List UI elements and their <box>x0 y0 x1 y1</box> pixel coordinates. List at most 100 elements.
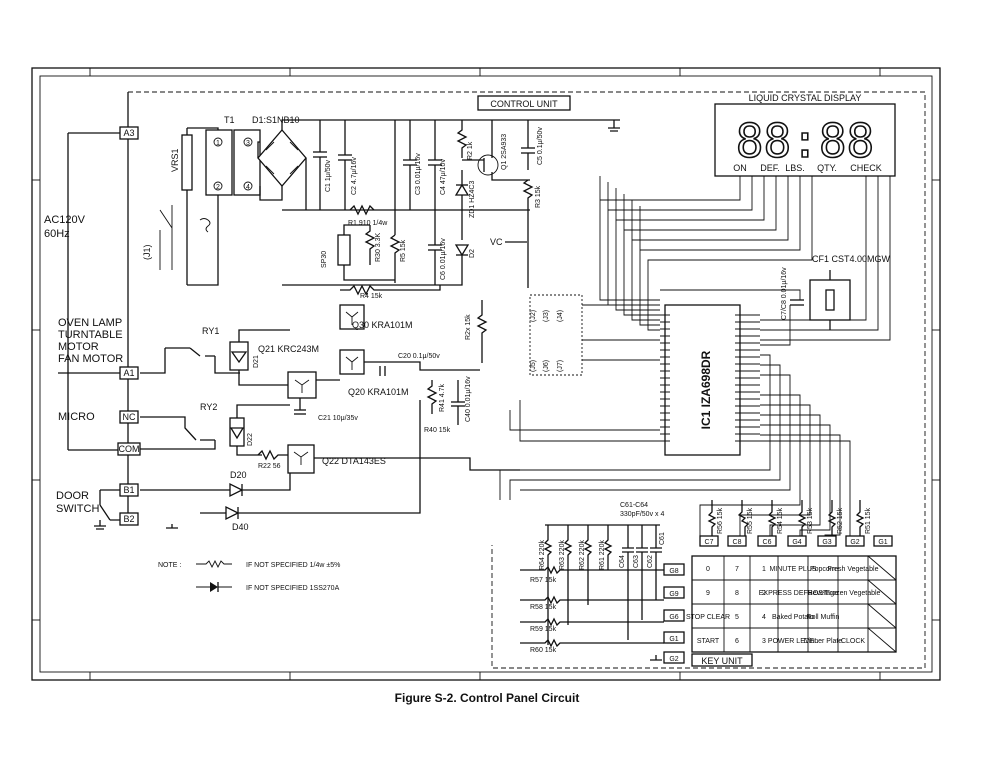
key-popcorn: Popcorn <box>810 566 836 573</box>
capacitor-c5: C5 0.1μ/50v <box>521 120 544 170</box>
cap-bank-label-1: C61-C64 <box>620 502 648 509</box>
svg-text:R57 15k: R57 15k <box>530 577 557 584</box>
svg-text:C4 47μ/10v: C4 47μ/10v <box>440 159 447 195</box>
svg-text:R64 220k: R64 220k <box>539 540 546 570</box>
key-fresh-vegetable: Fresh Vegetable <box>828 566 879 573</box>
svg-text:R61 220k: R61 220k <box>599 540 606 570</box>
svg-text:G1: G1 <box>669 636 678 643</box>
svg-text:NC: NC <box>123 412 136 422</box>
svg-text:R5 15k: R5 15k <box>400 239 407 262</box>
svg-text:C3 0.01μ/16v: C3 0.01μ/16v <box>415 153 422 195</box>
lcd-digits: 88:88 <box>736 114 874 168</box>
capacitor-c3: C3 0.01μ/16v <box>403 120 422 210</box>
resistor-note-symbol <box>196 559 232 569</box>
load-fan-motor: FAN MOTOR <box>58 353 123 365</box>
diode-d40: D40 <box>200 400 421 532</box>
diode-d22: D22 <box>229 417 254 447</box>
connector-a3: A3 <box>119 126 139 140</box>
jumper-j1: (J1) <box>142 244 152 260</box>
key-3: 3 <box>762 638 766 645</box>
key-9: 9 <box>706 590 710 597</box>
key-row-heads: G8 G9 G6 G1 G2 <box>663 563 685 664</box>
lcd-indicator-def: DEF. <box>760 163 780 173</box>
transistor-q22: Q22 DTA143ES <box>287 444 386 474</box>
svg-text:C20 0.1μ/50v: C20 0.1μ/50v <box>398 353 440 360</box>
svg-text:A3: A3 <box>123 128 134 138</box>
svg-text:(J2): (J2) <box>530 310 537 322</box>
svg-text:C7: C7 <box>705 539 714 546</box>
sp30-buzzer: SP30 <box>321 234 351 268</box>
vc-net-label: VC <box>490 237 503 247</box>
transistor-q1: Q1 2SA933 <box>477 134 508 176</box>
lcd-display: LIQUID CRYSTAL DISPLAY 88:88 ON DEF. LBS… <box>714 93 896 177</box>
svg-text:R22 56: R22 56 <box>258 463 281 470</box>
load-turntable: TURNTABLE <box>58 329 123 341</box>
key-labels: 0 7 1 MINUTE PLUS Popcorn Fresh Vegetabl… <box>686 566 881 645</box>
svg-text:C7/C8 0.01μ/16v: C7/C8 0.01μ/16v <box>781 267 788 320</box>
svg-text:IC1 IZA698DR: IC1 IZA698DR <box>699 350 713 429</box>
ground-symbols <box>94 120 662 661</box>
connector-b1: B1 <box>119 483 139 497</box>
key-dinner-plate: Dinner Plate <box>804 638 843 645</box>
svg-text:R62 220k: R62 220k <box>579 540 586 570</box>
key-4: 4 <box>762 614 766 621</box>
diode-d20: D20 <box>140 470 291 498</box>
control-unit-title: CONTROL UNIT <box>490 99 558 109</box>
svg-text:A1: A1 <box>123 368 134 378</box>
connector-b2: B2 <box>119 512 139 526</box>
svg-text:2: 2 <box>216 184 220 191</box>
key-8: 8 <box>735 590 739 597</box>
svg-text:D2: D2 <box>469 249 476 258</box>
svg-text:C61: C61 <box>659 532 666 545</box>
svg-text:(J7): (J7) <box>557 360 564 372</box>
svg-text:C8: C8 <box>733 539 742 546</box>
lcd-indicator-lbs: LBS. <box>785 163 805 173</box>
svg-text:R53 15k: R53 15k <box>807 507 814 534</box>
key-2: 2 <box>762 590 766 597</box>
svg-text:R3 15k: R3 15k <box>535 185 542 208</box>
svg-text:R63 220k: R63 220k <box>559 540 566 570</box>
figure-caption: Figure S-2. Control Panel Circuit <box>395 691 580 705</box>
key-beverage: Beverage <box>808 590 838 597</box>
key-roll-muffin: Roll Muffin <box>807 614 840 621</box>
resistor-r2: R2 1k <box>456 120 474 160</box>
svg-text:R60 15k: R60 15k <box>530 647 557 654</box>
load-oven-lamp: OVEN LAMP <box>58 317 122 329</box>
svg-text:(J3): (J3) <box>543 310 550 322</box>
svg-text:D20: D20 <box>230 470 247 480</box>
key-unit-box <box>691 653 753 667</box>
svg-text:3: 3 <box>246 140 250 147</box>
key-baked-potato: Baked Potato <box>772 614 814 621</box>
key-start: START <box>697 638 720 645</box>
svg-text:C6 0.01μ/16v: C6 0.01μ/16v <box>440 238 447 280</box>
svg-text:G2: G2 <box>850 539 859 546</box>
transformer-t1: T1 1 2 3 4 <box>205 115 261 196</box>
key-express-defrost: EXPRESS DEFROST <box>759 590 828 597</box>
key-stop-clear: STOP CLEAR <box>686 614 730 621</box>
pulldown-bank: R64 220k R63 220k R62 220k R61 220k C64 … <box>539 524 666 645</box>
ac-supply-voltage: AC120V <box>44 214 86 226</box>
resistor-r40: R40 15k <box>424 427 451 434</box>
load-motor: MOTOR <box>58 341 99 353</box>
svg-text:C62: C62 <box>647 555 654 568</box>
svg-text:C64: C64 <box>619 555 626 568</box>
resistor-r41: R41 4.7k <box>426 380 446 414</box>
ac-supply-freq: 60Hz <box>44 228 70 240</box>
resistor-r1: R1 910 1/4w <box>348 204 388 227</box>
note-diode: IF NOT SPECIFIED 1SS270A <box>246 585 340 592</box>
svg-text:R2 1k: R2 1k <box>467 141 474 160</box>
note-label: NOTE : <box>158 562 181 569</box>
resistor-r2x: R2x 15k <box>465 300 488 363</box>
svg-text:ZD1 HZ4C3: ZD1 HZ4C3 <box>469 181 476 218</box>
svg-text:Q30 KRA101M: Q30 KRA101M <box>352 320 413 330</box>
key-0: 0 <box>706 566 710 573</box>
svg-text:4: 4 <box>246 184 250 191</box>
svg-text:C40 0.01μ/16v: C40 0.01μ/16v <box>465 376 472 422</box>
svg-text:COM: COM <box>119 444 140 454</box>
lcd-indicator-on: ON <box>733 163 747 173</box>
svg-text:G3: G3 <box>822 539 831 546</box>
resistor-bank-top: R56 15k R55 15k R54 15k R53 15k R52 15k … <box>707 500 872 538</box>
svg-text:Q1 2SA933: Q1 2SA933 <box>501 134 508 170</box>
load-micro: MICRO <box>58 411 95 423</box>
